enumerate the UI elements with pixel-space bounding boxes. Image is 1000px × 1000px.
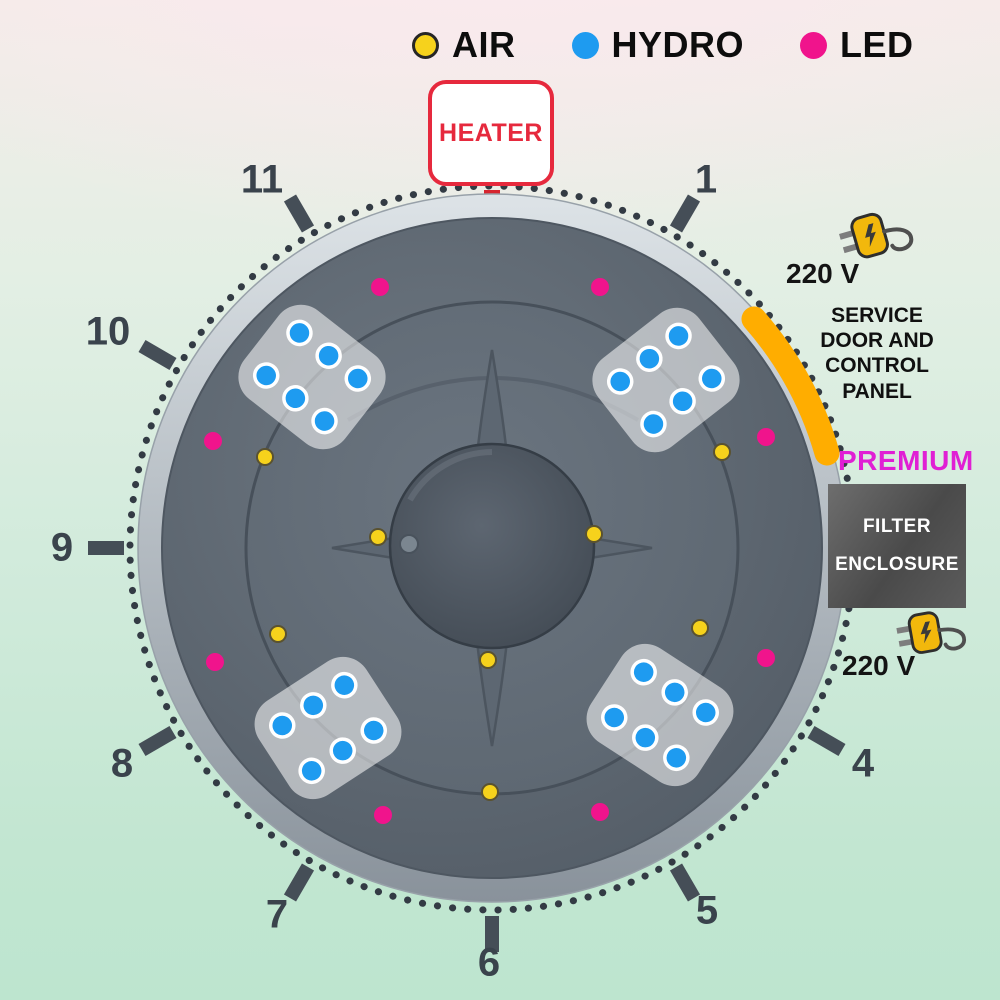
hydro-jet-dot (692, 699, 719, 726)
filter-enclosure: FILTER ENCLOSURE (828, 484, 966, 608)
clock-number-5: 5 (695, 888, 719, 933)
premium-label: PREMIUM (838, 445, 974, 476)
clock-ticks (88, 194, 846, 952)
heater-callout: HEATER (428, 80, 554, 186)
hydro-jet-dot (344, 365, 372, 392)
hydro-jet-dot (300, 692, 327, 719)
service-door-label: SERVICE DOOR AND CONTROL PANEL (820, 304, 934, 403)
hydro-jet-dot (665, 322, 692, 350)
hydro-jet-dot (663, 744, 690, 772)
led-lights (204, 278, 775, 824)
led-icon (800, 31, 828, 59)
led-dot (757, 428, 775, 446)
legend-item-hydro: HYDRO (571, 24, 745, 66)
hydro-jet-dot (640, 410, 667, 438)
legend: AIR HYDRO LED (412, 24, 914, 66)
hydro-jet-dot (329, 737, 356, 764)
air-jet-dot (691, 619, 709, 637)
hydro-jet-cluster-bottom-right (586, 643, 734, 787)
air-icon (412, 31, 439, 59)
hydro-jet-dot (669, 388, 696, 415)
hydro-jet-dot (269, 712, 296, 739)
drain-knob (399, 534, 419, 554)
hydro-jet-cluster-bottom-left (254, 656, 402, 800)
clock-number-8: 8 (110, 741, 134, 786)
clock-number-4: 4 (851, 741, 875, 786)
clock-number-7: 7 (265, 892, 289, 937)
footwell (388, 442, 596, 650)
hydro-jet-dot (298, 757, 325, 785)
clock-number-9: 9 (50, 525, 74, 570)
legend-item-led: LED (800, 24, 914, 66)
led-dot (374, 806, 392, 824)
filter-label-line2: ENCLOSURE (835, 554, 959, 575)
hydro-jet-dot (315, 342, 342, 369)
hydro-jet-dot (632, 724, 659, 751)
hydro-jet-dot (311, 407, 338, 435)
led-dot (204, 432, 222, 450)
hydro-jet-dot (282, 385, 309, 412)
hydro-jet-dot (606, 368, 634, 395)
air-jet-dot (479, 651, 497, 669)
hydro-jet-dot (636, 345, 663, 372)
legend-label-led: LED (840, 24, 914, 65)
hydro-icon (571, 31, 599, 59)
air-jet-dot (256, 448, 274, 466)
air-jet-dot (481, 783, 499, 801)
air-jet-dot (369, 528, 387, 546)
hydro-jet-dot (331, 671, 358, 699)
led-dot (206, 653, 224, 671)
air-jet-dot (713, 443, 731, 461)
clock-number-10: 10 (85, 309, 131, 354)
air-jet-dot (585, 525, 603, 543)
hydro-jet-dot (286, 319, 313, 347)
filter-label-line1: FILTER (862, 516, 932, 537)
service-door-segment (741, 306, 840, 466)
air-jet-dot (269, 625, 287, 643)
hydro-jet-dot (360, 717, 387, 744)
power-plug-icon-bottom (890, 595, 978, 671)
hydro-jet-dot (630, 658, 657, 686)
legend-label-air: AIR (452, 24, 516, 65)
led-dot (591, 278, 609, 296)
heater-label: HEATER (439, 118, 543, 147)
hydro-jet-dot (601, 704, 628, 731)
led-dot (757, 649, 775, 667)
air-jets (256, 443, 731, 801)
legend-item-air: AIR (412, 24, 516, 66)
led-dot (591, 803, 609, 821)
hydro-jet-cluster-top-right (592, 307, 740, 453)
voltage-label-bottom: 220 V (842, 650, 916, 681)
clock-number-11: 11 (240, 157, 284, 202)
hydro-jet-cluster-top-left (238, 304, 386, 450)
clock-number-6: 6 (477, 940, 501, 985)
clock-number-1: 1 (694, 157, 718, 202)
hydro-jet-dot (698, 365, 726, 392)
led-dot (371, 278, 389, 296)
voltage-label-top: 220 V (786, 258, 860, 289)
legend-label-hydro: HYDRO (611, 24, 745, 65)
hydro-jet-dot (252, 362, 280, 389)
footwell-highlight (407, 449, 493, 502)
hydro-jet-dot (661, 679, 688, 706)
power-plug-icon-top (830, 192, 927, 279)
